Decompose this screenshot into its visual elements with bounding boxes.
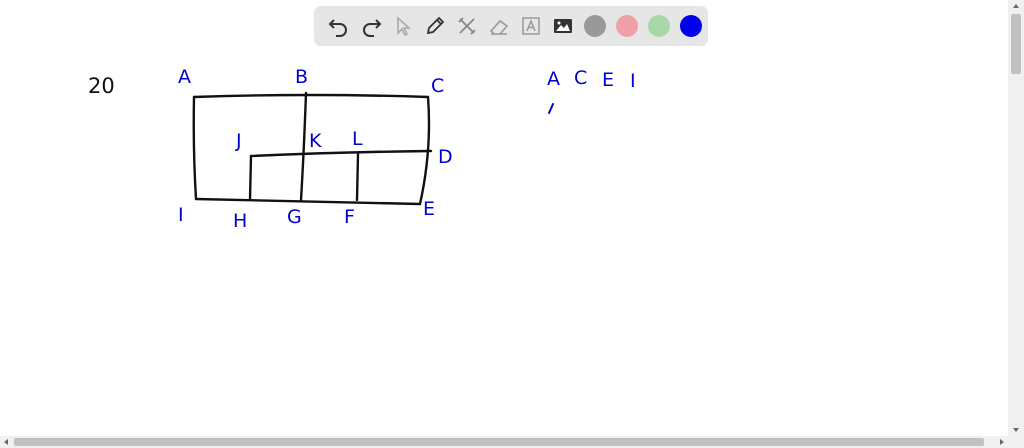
label-A: A [178, 66, 191, 88]
color-pink-swatch[interactable] [616, 15, 638, 37]
horizontal-scrollbar[interactable] [0, 436, 1024, 448]
label-G: G [287, 206, 302, 228]
label-L: L [352, 128, 363, 150]
note-letter-E: E [602, 69, 614, 91]
tools-icon [458, 17, 476, 35]
color-green-swatch[interactable] [648, 15, 670, 37]
line-LF [355, 152, 360, 202]
label-B: B [295, 66, 308, 88]
whiteboard-canvas[interactable]: 20 A B C D E F G H I J K L A C E I [0, 0, 1008, 436]
label-E: E [423, 198, 435, 220]
vertical-scrollbar[interactable] [1008, 0, 1024, 436]
scroll-left-arrow-icon[interactable] [0, 436, 12, 448]
pen-icon [426, 16, 445, 35]
select-icon [397, 16, 412, 37]
color-gray-swatch[interactable] [584, 15, 606, 37]
select-button[interactable] [387, 10, 419, 42]
note-letter-C: C [574, 67, 587, 89]
label-I: I [178, 204, 184, 226]
redo-button[interactable] [355, 10, 387, 42]
line-IE [194, 197, 422, 206]
line-AC [192, 93, 430, 99]
undo-icon [328, 19, 347, 37]
pen-button[interactable] [419, 10, 451, 42]
drawing-toolbar [314, 6, 708, 46]
text-button[interactable] [515, 10, 547, 42]
color-blue-swatch[interactable] [680, 15, 702, 37]
tools-button[interactable] [451, 10, 483, 42]
label-H: H [233, 210, 247, 232]
line-JD [249, 149, 433, 158]
line-BG [299, 91, 308, 202]
eraser-button[interactable] [483, 10, 515, 42]
undo-button[interactable] [323, 10, 355, 42]
horizontal-scroll-thumb[interactable] [14, 438, 984, 446]
line-JH [248, 154, 253, 202]
label-K: K [309, 130, 322, 152]
line-AI [192, 95, 198, 201]
rectangle-diagram [192, 91, 433, 206]
label-F: F [344, 206, 355, 228]
image-button[interactable] [547, 10, 579, 42]
label-C: C [431, 75, 444, 97]
redo-icon [363, 19, 382, 37]
problem-number: 20 [88, 74, 115, 98]
label-J: J [235, 130, 242, 152]
vertical-scroll-thumb[interactable] [1011, 14, 1021, 74]
label-D: D [438, 146, 453, 168]
image-icon [554, 19, 572, 33]
pen-stroke-mark [548, 103, 554, 114]
text-icon [522, 17, 540, 35]
eraser-icon [489, 19, 509, 35]
note-letter-I: I [630, 70, 636, 92]
scroll-down-arrow-icon[interactable] [1008, 424, 1024, 436]
scroll-right-arrow-icon[interactable] [996, 436, 1008, 448]
note-letter-A: A [547, 68, 560, 90]
scroll-up-arrow-icon[interactable] [1008, 0, 1024, 12]
handwritten-diagram: 20 A B C D E F G H I J K L A C E I [88, 66, 636, 232]
